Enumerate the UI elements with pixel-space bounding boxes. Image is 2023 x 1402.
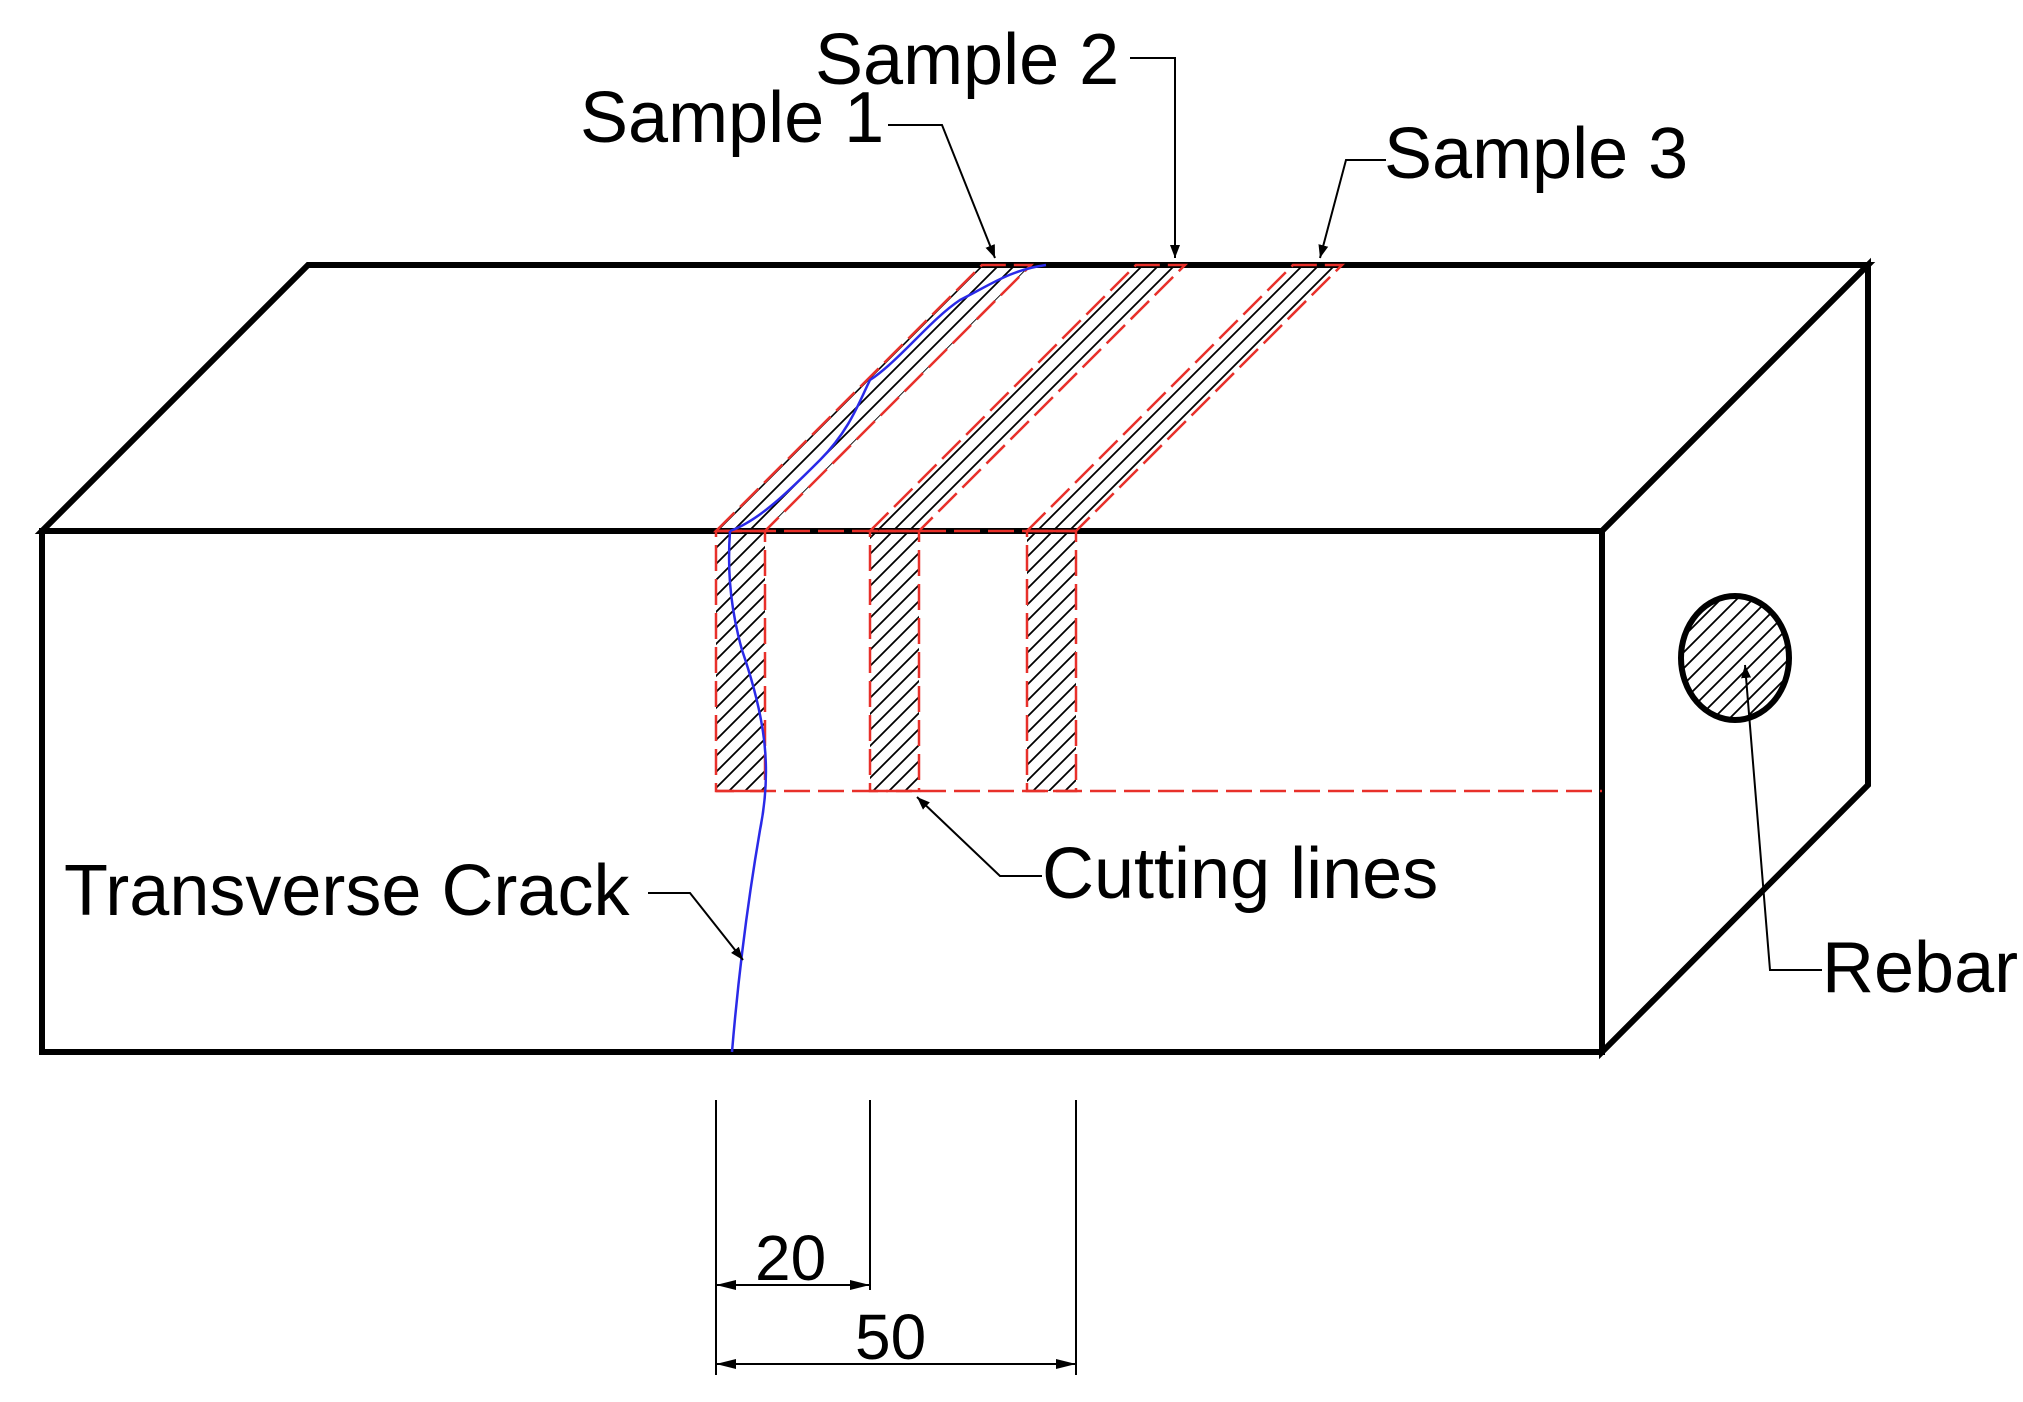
rebar	[1678, 593, 1792, 723]
rebar-leader	[1741, 664, 1822, 971]
label-transverse-crack: Transverse Crack	[64, 851, 630, 931]
sample-2-front	[868, 529, 921, 793]
sample-3-front	[1025, 529, 1078, 793]
dim-arrow-50-left	[716, 1359, 736, 1369]
dim-arrow-20-right	[850, 1280, 870, 1290]
dim-label-50: 50	[855, 1301, 926, 1373]
dimensions	[715, 1100, 1077, 1375]
crack-leader	[648, 892, 744, 961]
sample-1-top	[712, 263, 1035, 533]
sample-slices-top	[712, 263, 1346, 533]
label-rebar: Rebar	[1822, 928, 2018, 1008]
leader-lines	[648, 57, 1822, 971]
dim-arrow-20-left	[716, 1280, 736, 1290]
sample-3-leader	[1318, 159, 1386, 259]
label-sample-3: Sample 3	[1384, 114, 1688, 194]
dim-label-20: 20	[755, 1222, 826, 1294]
beam-block	[34, 257, 1876, 1060]
label-sample-2: Sample 2	[815, 20, 1119, 100]
text-labels: Sample 1 Sample 2 Sample 3 Transverse Cr…	[64, 20, 2018, 1373]
sample-1-front	[714, 529, 767, 793]
label-sample-1: Sample 1	[580, 78, 884, 158]
dim-arrow-50-right	[1056, 1359, 1076, 1369]
sample-2-leader	[1130, 57, 1180, 258]
rebar-circle	[1678, 593, 1792, 723]
crack-top	[729, 263, 1047, 533]
sample-1-leader	[888, 124, 996, 259]
label-cutting-lines: Cutting lines	[1042, 834, 1438, 914]
cutting-leader	[916, 796, 1042, 877]
cutting-lines	[716, 529, 1602, 793]
